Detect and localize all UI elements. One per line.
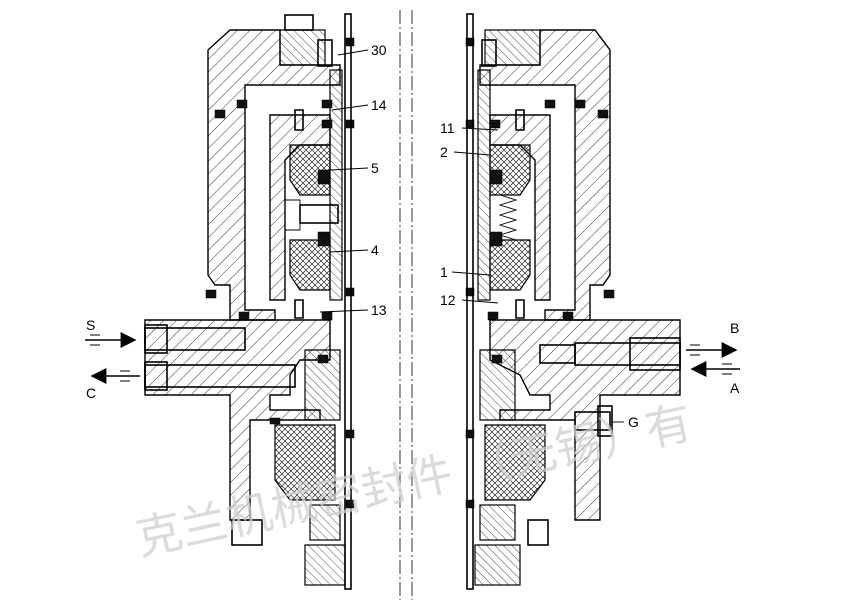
part-labels: 30 14 5 4 13 11 2 1 12 S C B A G: [86, 42, 740, 430]
port-s-fitting: [144, 324, 168, 354]
right-o-ring: [562, 311, 574, 321]
left-set-screw: [317, 39, 333, 67]
left-o-ring: [345, 429, 355, 439]
label-1: 1: [440, 264, 448, 280]
left-pin-lower: [294, 299, 304, 319]
left-o-ring: [317, 354, 329, 364]
left-o-ring: [214, 109, 226, 119]
right-spring: [498, 194, 518, 241]
left-bottom-flange: [304, 544, 346, 586]
label-g: G: [628, 414, 639, 430]
label-14: 14: [371, 97, 387, 113]
left-o-ring: [269, 417, 281, 425]
right-o-ring: [489, 169, 503, 185]
right-pin-upper: [515, 109, 525, 131]
right-o-ring: [487, 311, 499, 321]
label-2: 2: [440, 144, 448, 160]
right-o-ring: [465, 429, 475, 439]
label-a: A: [730, 380, 740, 396]
label-b: B: [730, 320, 739, 336]
right-top-cap: [484, 29, 541, 66]
right-radial-bore: [539, 344, 576, 364]
left-o-ring: [345, 499, 355, 509]
label-4: 4: [371, 242, 379, 258]
port-b-fitting: [629, 337, 681, 371]
right-lower-face: [484, 424, 546, 501]
left-shaft-wall: [344, 13, 352, 590]
left-pin-upper: [294, 109, 304, 131]
right-o-ring: [544, 99, 556, 109]
label-c: C: [86, 385, 96, 401]
right-o-ring: [489, 231, 503, 247]
left-o-ring: [317, 169, 331, 185]
left-o-ring: [205, 289, 217, 299]
label-12: 12: [440, 292, 456, 308]
left-o-ring: [321, 311, 333, 321]
right-bottom-boss: [527, 519, 549, 546]
watermark-text: 克兰机械密封件 （无锡）有: [131, 395, 696, 566]
flow-arrows: [85, 332, 740, 384]
left-o-ring: [321, 119, 333, 129]
right-pin-lower: [515, 299, 525, 319]
left-top-bolt: [284, 14, 314, 31]
right-shaft-wall: [466, 13, 474, 590]
right-o-ring: [465, 499, 475, 509]
leader-lines: [319, 49, 624, 423]
right-seal-face-lower: [489, 239, 531, 291]
right-lower-gland: [479, 504, 516, 541]
left-half-section: [144, 13, 355, 590]
right-lower-seat: [479, 349, 516, 421]
label-11: 11: [440, 120, 455, 136]
port-g-fitting: [574, 411, 611, 431]
right-inner-sleeve: [477, 69, 491, 301]
right-o-ring: [603, 289, 615, 299]
left-bottom-boss: [231, 519, 263, 546]
right-o-ring: [597, 109, 609, 119]
label-5: 5: [371, 160, 379, 176]
left-o-ring: [236, 99, 248, 109]
label-13: 13: [371, 302, 387, 318]
port-g-nut: [597, 405, 613, 437]
right-bottom-flange: [474, 544, 521, 586]
left-o-ring: [345, 37, 355, 47]
left-o-ring: [345, 287, 355, 297]
left-o-ring: [317, 231, 331, 247]
right-o-ring: [574, 99, 586, 109]
label-30: 30: [371, 42, 387, 58]
left-o-ring: [238, 311, 250, 321]
right-set-screw: [481, 39, 497, 67]
left-lower-face: [274, 424, 336, 501]
right-half-section: [465, 13, 681, 590]
left-o-ring: [345, 119, 355, 129]
right-o-ring: [465, 37, 475, 47]
port-c-fitting: [144, 361, 168, 391]
right-o-ring: [489, 119, 501, 129]
right-o-ring: [491, 354, 503, 364]
right-o-ring: [465, 287, 475, 297]
left-lower-gland: [309, 504, 341, 541]
left-o-ring: [321, 99, 333, 109]
left-seal-face-lower: [289, 239, 331, 291]
left-lower-seat: [304, 349, 341, 421]
label-s: S: [86, 317, 95, 333]
